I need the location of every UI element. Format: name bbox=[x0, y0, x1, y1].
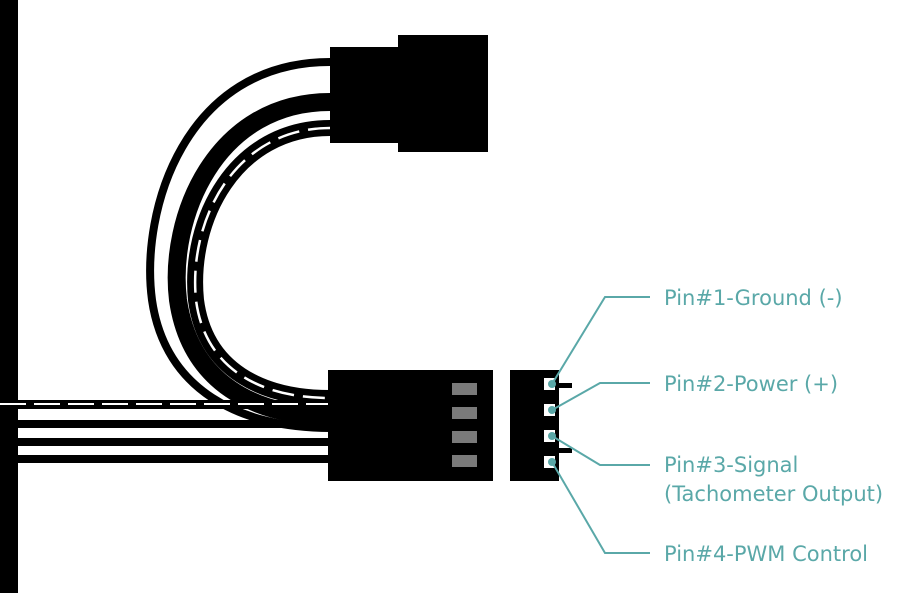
header-key bbox=[558, 448, 572, 453]
pin-1-label: Pin#1-Ground (-) bbox=[664, 286, 843, 310]
pin-header-icon bbox=[510, 370, 572, 481]
straight-wire-4 bbox=[18, 455, 330, 463]
pin-4-label: Pin#4-PWM Control bbox=[664, 542, 868, 566]
leader-dot bbox=[548, 406, 556, 414]
leader-dot bbox=[548, 458, 556, 466]
fan-plug-connector bbox=[328, 370, 493, 481]
leader-dot bbox=[548, 380, 556, 388]
straight-wire-2 bbox=[18, 420, 330, 428]
wire-loop bbox=[146, 58, 331, 432]
connector-top-back bbox=[330, 47, 410, 143]
leader-dots bbox=[548, 380, 556, 466]
pin-slot bbox=[452, 431, 477, 443]
pin-3-label: Pin#3-Signal bbox=[664, 453, 798, 477]
pin-slot bbox=[452, 455, 477, 467]
leader-pin-2 bbox=[551, 382, 650, 411]
left-edge-bar bbox=[0, 0, 18, 593]
straight-wire-3 bbox=[18, 438, 330, 446]
leader-pin-3 bbox=[551, 435, 650, 466]
four-pin-fan-connector-icon bbox=[330, 35, 488, 152]
leader-pin-4 bbox=[551, 461, 650, 554]
pin-slot bbox=[452, 407, 477, 419]
pin-2-label: Pin#2-Power (+) bbox=[664, 372, 838, 396]
pin-slot bbox=[452, 383, 477, 395]
connector-top-front bbox=[398, 35, 488, 152]
wire-outer bbox=[146, 58, 331, 432]
straight-wires bbox=[0, 400, 330, 463]
pin-3-sublabel: (Tachometer Output) bbox=[664, 482, 883, 506]
leader-dot bbox=[548, 432, 556, 440]
wire-inner-stripe bbox=[193, 126, 331, 400]
pin-labels: Pin#1-Ground (-) Pin#2-Power (+) Pin#3-S… bbox=[664, 286, 883, 566]
leader-lines bbox=[551, 296, 650, 554]
leader-pin-1 bbox=[551, 296, 650, 385]
header-key bbox=[558, 383, 572, 388]
